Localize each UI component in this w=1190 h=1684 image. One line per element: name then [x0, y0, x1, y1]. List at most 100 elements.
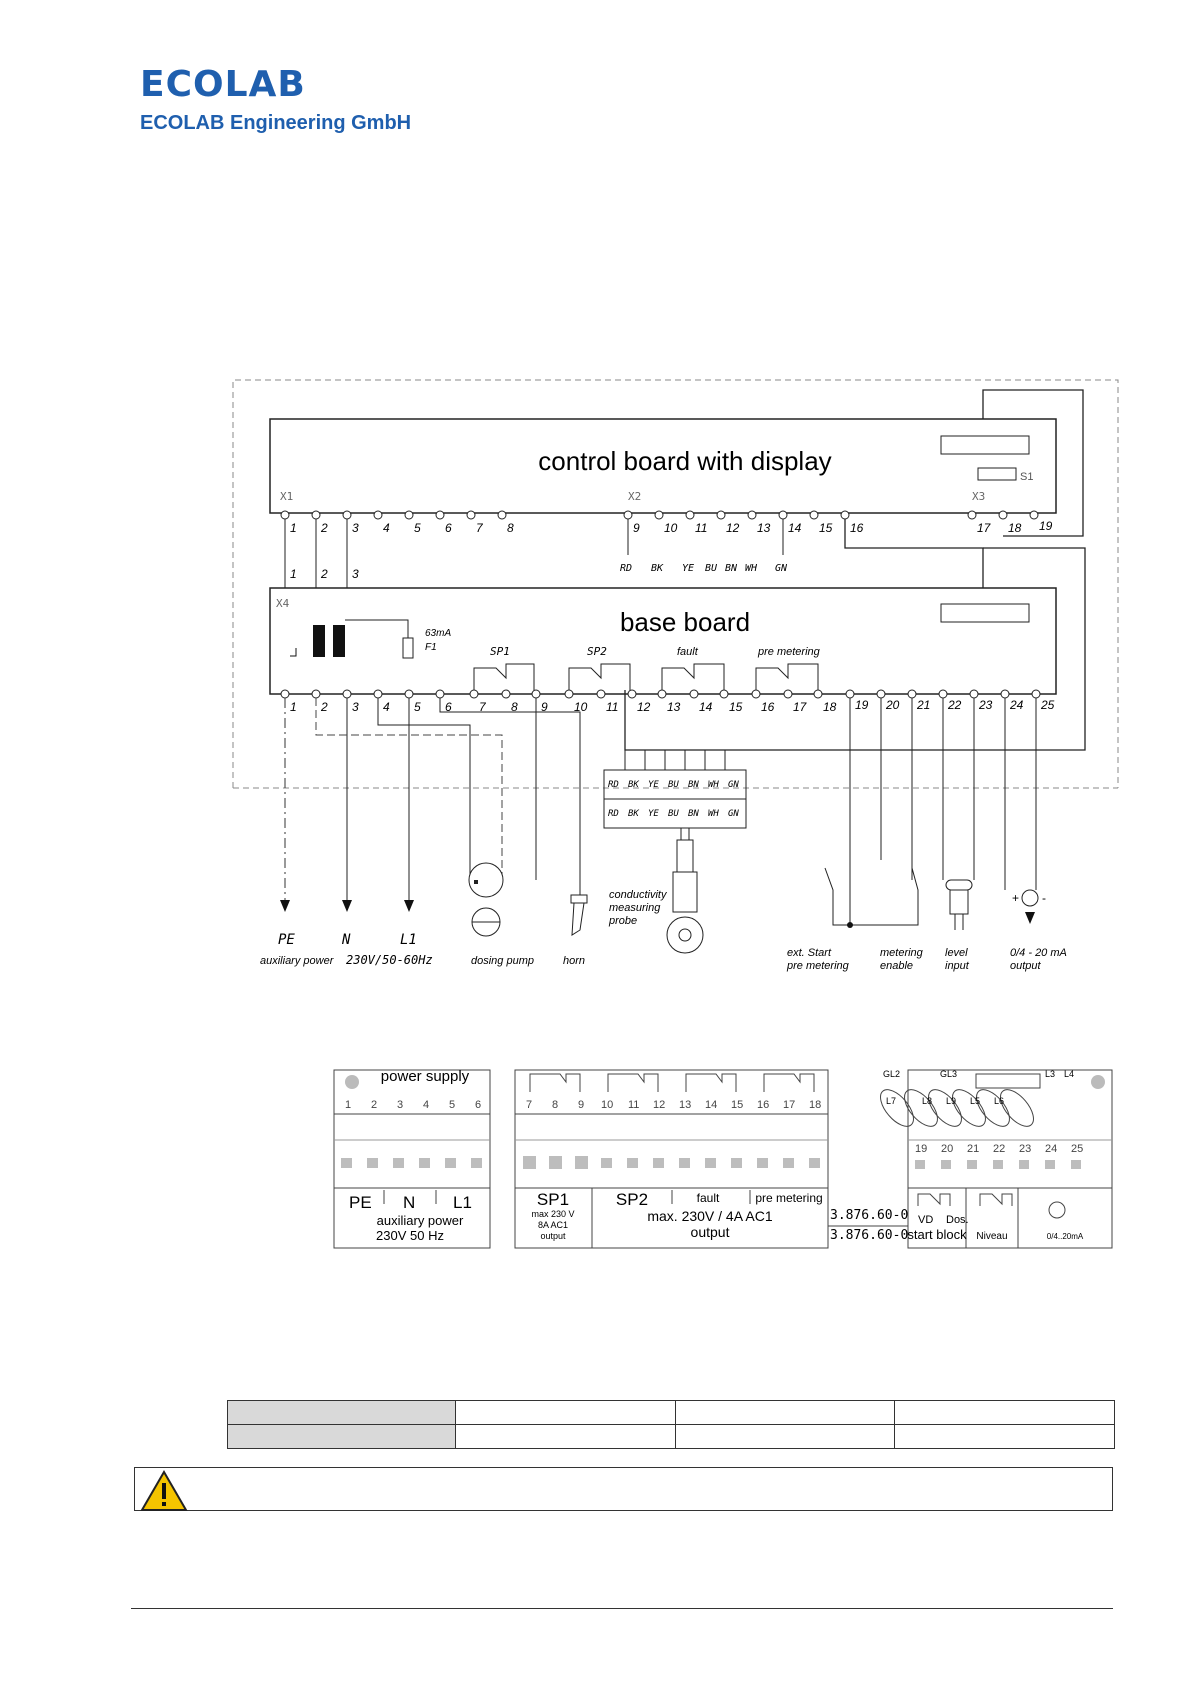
wire-color: BK [628, 809, 639, 819]
top-terminal: 19 [1039, 519, 1053, 533]
n-arrow-icon [342, 900, 352, 912]
wire-color: GN [775, 563, 788, 574]
warning-box [134, 1467, 1113, 1511]
sp2-label: SP2 [616, 1190, 648, 1209]
ext-start-label: ext. Start [787, 947, 832, 959]
ext-start-switch-icon [824, 867, 919, 928]
right-terminal: 22 [993, 1143, 1005, 1155]
bottom-terminal: 19 [855, 698, 869, 712]
svg-text:+: + [1012, 891, 1019, 905]
ps-voltage-label: 230V 50 Hz [376, 1228, 444, 1243]
table-row [227, 1424, 1115, 1449]
part-number: 3.876.60-02 [830, 1228, 916, 1243]
top-terminal: 11 [695, 521, 707, 535]
wire-color: BN [688, 780, 699, 790]
fuse-rating: 63mA [425, 628, 451, 639]
base-board-label: base board [620, 607, 750, 637]
niveau-label: Niveau [976, 1231, 1007, 1242]
table-cell [674, 1400, 896, 1425]
fuse-icon [402, 637, 414, 659]
sp1-rating: max 230 V [531, 1209, 574, 1219]
mid-label: L8 [922, 1096, 932, 1106]
pe-arrow-icon [280, 900, 290, 912]
wire-color: YE [648, 780, 659, 790]
control-board-connector [940, 435, 1030, 455]
relay-terminal: 16 [757, 1099, 769, 1111]
bottom-terminal: 2 [320, 700, 328, 714]
analog-label: 0/4..20mA [1047, 1232, 1084, 1241]
wire-color: GN [728, 780, 739, 790]
dosing-pump-icon [468, 862, 504, 937]
relay-terminal: 11 [628, 1099, 639, 1111]
relay-rating: max. 230V / 4A AC1 [647, 1208, 773, 1224]
table-cell [894, 1424, 1115, 1449]
wire-color: GN [728, 809, 739, 819]
probe-label: probe [608, 915, 637, 927]
relay-terminal: 15 [731, 1099, 743, 1111]
wire-color: BU [668, 780, 679, 790]
level-input-label: level [945, 947, 968, 959]
relay-terminal: 7 [526, 1099, 532, 1111]
bottom-terminal: 16 [761, 700, 775, 714]
bottom-terminal: 9 [541, 700, 548, 714]
wire-color: BK [628, 780, 639, 790]
relay-label-fault: fault [677, 646, 699, 658]
relay-terminal: 13 [679, 1099, 691, 1111]
mid-label: L7 [886, 1096, 896, 1106]
connector-x4-label: X4 [276, 597, 290, 610]
base-board [269, 587, 1057, 695]
bottom-terminal: 20 [885, 698, 900, 712]
terminal-strip: power supply 1 2 3 4 5 6 PE N L1 auxilia… [333, 1068, 1113, 1249]
probe-wire-labels: RD BK YE BU BN WH GN [620, 519, 788, 574]
wiring-diagram: control board with display S1 X1 X2 X3 1… [232, 379, 1119, 972]
relay-terminal: 9 [578, 1099, 584, 1111]
mid-label: L6 [994, 1096, 1004, 1106]
analog-output-icon: + - [1012, 889, 1046, 924]
relay-fault-icon [661, 663, 725, 694]
relay-terminal: 17 [783, 1099, 795, 1111]
conductivity-probe-icon [666, 839, 704, 954]
relay-sp2-icon [568, 663, 631, 694]
relay-label-pre-metering: pre metering [757, 646, 821, 658]
level-input-icon [945, 879, 973, 930]
wire-color: WH [745, 563, 758, 574]
ps-terminal: 6 [475, 1099, 481, 1111]
connector-x2-label: X2 [628, 490, 641, 503]
wire-color: RD [608, 809, 619, 819]
sp1-rating: output [540, 1231, 566, 1241]
top-terminal: 13 [757, 521, 771, 535]
pre-metering-label: pre metering [755, 1191, 822, 1205]
relay-sp1-icon [473, 663, 535, 694]
bottom-terminal: 6 [445, 700, 452, 714]
bottom-terminal: 3 [352, 700, 359, 714]
bridge-terminal: 2 [320, 567, 328, 581]
connector-x1-label: X1 [280, 490, 293, 503]
power-supply-label: power supply [381, 1068, 470, 1085]
bottom-terminal: 21 [916, 698, 930, 712]
top-terminal: 10 [664, 521, 678, 535]
company-name: ECOLAB Engineering GmbH [140, 112, 412, 134]
wire-color: BU [668, 809, 679, 819]
wire-color: BN [688, 809, 699, 819]
dosing-pump-label: dosing pump [471, 955, 534, 967]
switch-s1-label: S1 [1020, 471, 1033, 483]
top-label: GL3 [940, 1069, 957, 1079]
right-terminal: 21 [967, 1143, 979, 1155]
ps-terminal: 4 [423, 1099, 429, 1111]
top-label: L4 [1064, 1069, 1074, 1079]
relay-terminal: 12 [653, 1099, 665, 1111]
bottom-terminal: 1 [290, 700, 297, 714]
bottom-terminal: 5 [414, 700, 421, 714]
probe-label: conductivity [609, 889, 668, 901]
bottom-terminal: 24 [1009, 698, 1024, 712]
bottom-terminal: 11 [606, 700, 618, 714]
top-label: GL2 [883, 1069, 900, 1079]
bottom-terminal: 12 [637, 700, 651, 714]
top-terminal: 1 [290, 521, 297, 535]
top-terminal: 9 [633, 521, 640, 535]
top-terminal: 12 [726, 521, 740, 535]
l1-arrow-icon [404, 900, 414, 912]
metering-enable-label: metering [880, 947, 924, 959]
ps-pe-label: PE [349, 1193, 372, 1212]
mid-label: L5 [970, 1096, 980, 1106]
